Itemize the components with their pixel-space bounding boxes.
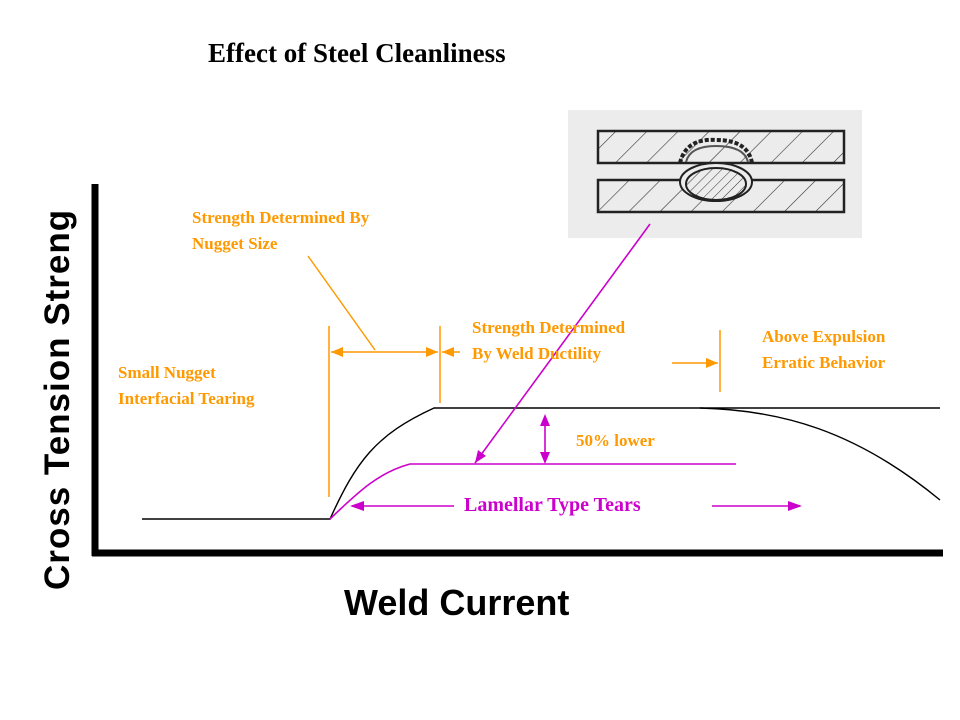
difference-arrow-up: [540, 414, 550, 426]
lamellar-arrow-right: [788, 501, 802, 511]
ductility-arrow-left: [442, 347, 454, 357]
ductility-arrow-right: [706, 358, 718, 368]
dirty-steel-curve: [329, 463, 736, 520]
annotation-small-nugget: Small Nugget Interfacial Tearing: [118, 360, 254, 412]
nugget-size-leader: [307, 255, 376, 351]
annotation-lamellar-tears: Lamellar Type Tears: [464, 494, 641, 516]
annotation-expulsion: Above Expulsion Erratic Behavior: [762, 324, 885, 376]
annotation-weld-ductility-line2: By Weld Ductility: [472, 344, 602, 363]
annotation-expulsion-line1: Above Expulsion: [762, 327, 886, 346]
annotation-weld-ductility-line1: Strength Determined: [472, 318, 626, 337]
annotation-nugget-size-line1: Strength Determined By: [192, 208, 370, 227]
annotation-small-nugget-line2: Interfacial Tearing: [118, 389, 255, 408]
lamellar-arrow-left: [350, 501, 364, 511]
annotation-nugget-size: Strength Determined By Nugget Size: [192, 205, 369, 257]
annotation-50-percent-lower: 50% lower: [576, 431, 655, 450]
nugget-span-arrow-right: [426, 347, 438, 357]
sketch-leader-arrow: [475, 450, 486, 463]
annotation-small-nugget-line1: Small Nugget: [118, 363, 216, 382]
slide-title: Effect of Steel Cleanliness: [208, 38, 506, 68]
weld-cross-section-sketch: [568, 110, 862, 238]
sketch-leader-line: [474, 223, 651, 464]
x-axis-label: Weld Current: [344, 582, 570, 623]
annotation-expulsion-line2: Erratic Behavior: [762, 353, 886, 372]
difference-arrow-down: [540, 452, 550, 464]
annotation-nugget-size-line2: Nugget Size: [192, 234, 278, 253]
annotation-weld-ductility: Strength Determined By Weld Ductility: [472, 315, 625, 367]
nugget-span-arrow-left: [331, 347, 343, 357]
